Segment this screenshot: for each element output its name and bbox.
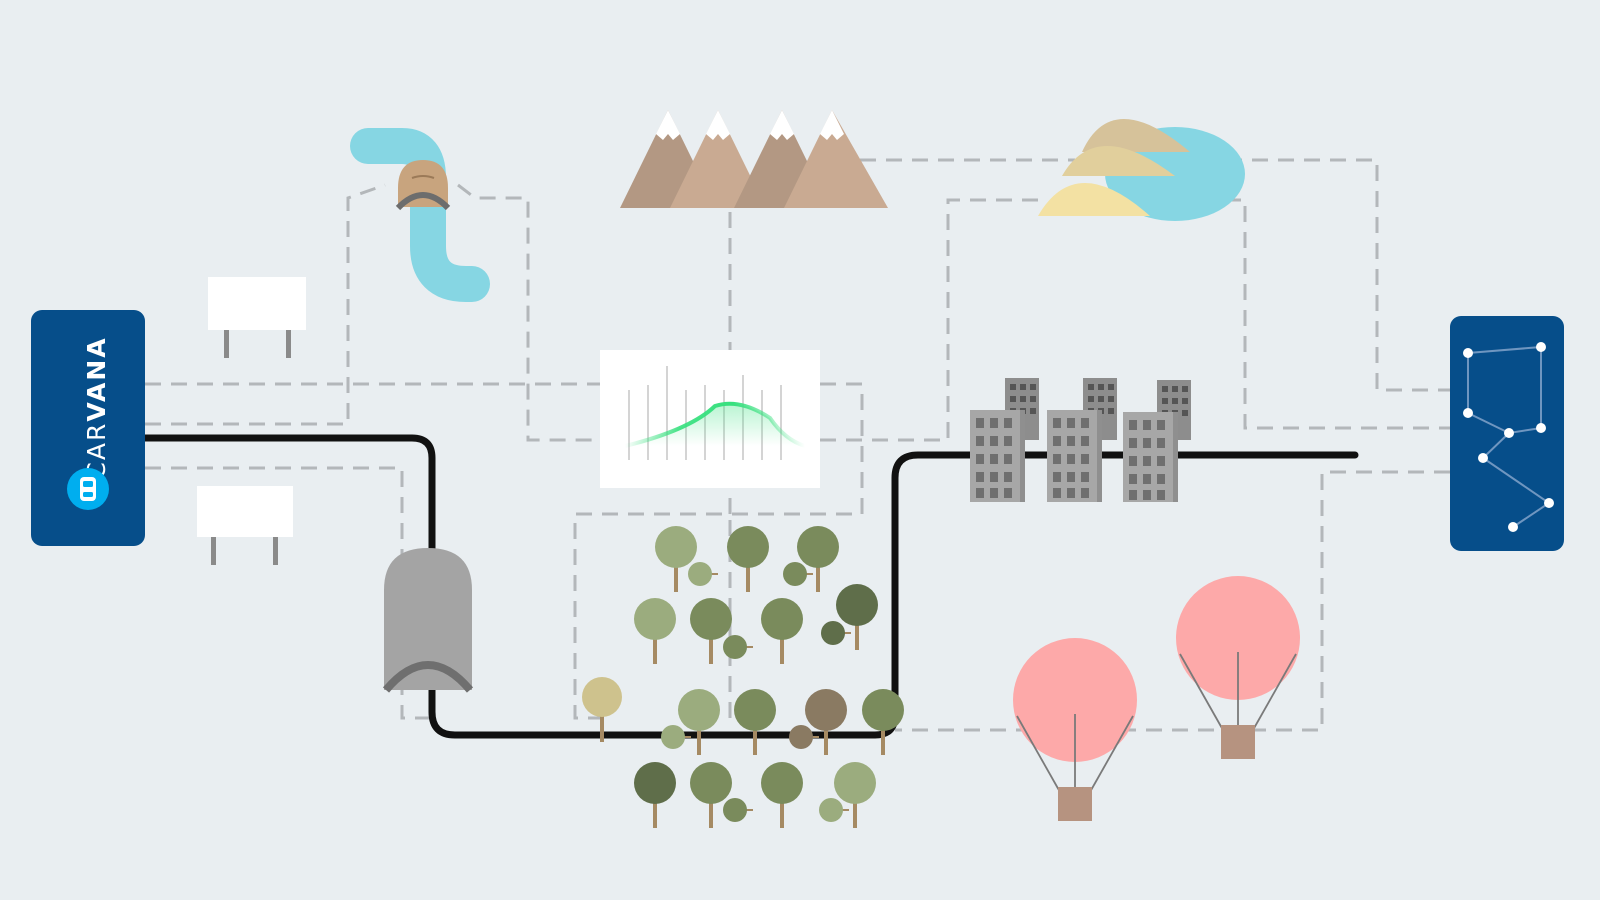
connector-c xyxy=(457,183,600,442)
tree xyxy=(655,526,697,568)
tree-trunk xyxy=(881,710,885,755)
svg-text:CARVANA: CARVANA xyxy=(82,336,111,479)
connector-j xyxy=(1200,158,1450,392)
tree-trunk xyxy=(600,697,604,742)
tree-trunk xyxy=(780,619,784,664)
connector-l xyxy=(895,470,1450,732)
tree xyxy=(582,677,622,717)
dashed-connectors xyxy=(145,158,1450,732)
tree-trunk xyxy=(855,605,859,650)
bush xyxy=(819,798,843,822)
city-buildings-icon xyxy=(970,378,1191,502)
tree-trunk xyxy=(674,547,678,592)
connector-k xyxy=(1225,198,1450,430)
billboard-icon xyxy=(197,486,293,565)
bush xyxy=(661,725,685,749)
tree xyxy=(761,598,803,640)
bush xyxy=(688,562,712,586)
billboard-icon xyxy=(208,277,306,358)
tree-trunk xyxy=(697,710,701,755)
tree xyxy=(678,689,720,731)
bush xyxy=(789,725,813,749)
tree xyxy=(797,526,839,568)
hot-air-balloon-icon xyxy=(1176,576,1300,759)
connector-h xyxy=(820,198,1045,442)
connector-b xyxy=(145,183,386,426)
mountains-icon xyxy=(620,110,888,208)
tree-trunk xyxy=(653,783,657,828)
building xyxy=(1123,412,1178,502)
tree-trunk xyxy=(780,783,784,828)
tree xyxy=(734,689,776,731)
tree xyxy=(836,584,878,626)
building xyxy=(1047,410,1102,502)
building xyxy=(970,410,1025,502)
bell-curve-panel-icon xyxy=(600,350,820,488)
bush xyxy=(723,798,747,822)
tree-trunk xyxy=(709,783,713,828)
river-bridge-icon xyxy=(350,128,490,302)
bush xyxy=(723,635,747,659)
bush xyxy=(821,621,845,645)
hot-air-balloon-icon xyxy=(1013,638,1137,821)
tree-trunk xyxy=(853,783,857,828)
bush xyxy=(783,562,807,586)
brand-name-bold: VANA xyxy=(82,336,111,421)
tree-trunk xyxy=(709,619,713,664)
tree xyxy=(690,598,732,640)
tree xyxy=(690,762,732,804)
carvana-car-badge-icon xyxy=(67,468,109,510)
tree xyxy=(727,526,769,568)
constellation-panel-icon xyxy=(1450,316,1564,551)
connector-d xyxy=(145,466,440,720)
carvana-panel: CARVANA xyxy=(31,310,145,546)
connector-f xyxy=(573,382,864,720)
tree-trunk xyxy=(816,547,820,592)
tunnel-icon xyxy=(382,548,474,693)
tree xyxy=(805,689,847,731)
tree-trunk xyxy=(753,710,757,755)
tree xyxy=(862,689,904,731)
tree xyxy=(761,762,803,804)
tree xyxy=(834,762,876,804)
hills-lake-icon xyxy=(1038,119,1245,221)
forest-icon xyxy=(582,526,904,828)
tree xyxy=(634,598,676,640)
tree-trunk xyxy=(746,547,750,592)
tree-trunk xyxy=(824,710,828,755)
tree-trunk xyxy=(653,619,657,664)
tree xyxy=(634,762,676,804)
